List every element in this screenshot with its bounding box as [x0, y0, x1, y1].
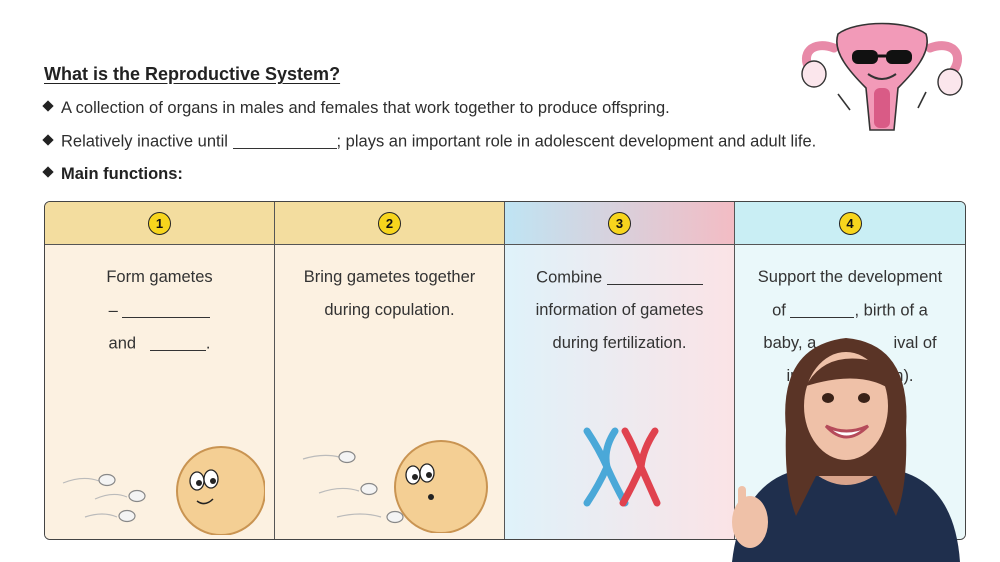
bullet-definition: A collection of organs in males and fema…	[42, 99, 670, 118]
diamond-bullet-icon	[42, 100, 54, 112]
cell-text: Form gametes	[106, 268, 213, 286]
bullet-inactive: Relatively inactive until ; plays an imp…	[42, 132, 817, 152]
column-header: 3	[505, 202, 734, 245]
cell-text: of	[772, 301, 786, 320]
fill-in-blank	[606, 268, 703, 285]
bullet-text-before: Relatively inactive until	[61, 132, 228, 151]
fill-in-blank	[122, 301, 211, 318]
column-header: 1	[45, 202, 274, 245]
cell-text-line: –	[45, 301, 274, 321]
cell-text: during fertilization.	[552, 334, 687, 352]
cell-text: information of gametes	[535, 301, 704, 319]
function-column-1: 1 Form gametes – and .	[45, 202, 275, 539]
cell-text: Combine	[536, 268, 603, 287]
number-badge: 1	[148, 211, 171, 235]
function-column-3: 3 Combine information of gametes during …	[505, 202, 735, 539]
number-badge: 4	[838, 211, 862, 235]
bullet-text: Main functions:	[61, 165, 183, 183]
number-badge: 2	[378, 211, 401, 235]
cell-text-line: of , birth of a	[735, 301, 965, 321]
cell-text: Support the development	[757, 268, 943, 286]
function-column-2: 2 Bring gametes together during copulati…	[275, 202, 505, 539]
cell-text-line: and .	[45, 334, 274, 354]
number-badge: 3	[608, 211, 631, 235]
uterus-mascot-illustration	[801, 22, 963, 131]
period: .	[205, 334, 211, 353]
chromosome-illustration	[583, 427, 661, 507]
fill-in-blank	[232, 132, 337, 149]
column-body: Combine information of gametes during fe…	[505, 245, 734, 539]
cell-text: Bring gametes together	[303, 268, 476, 286]
fill-in-blank	[790, 301, 855, 318]
cell-text-line: Combine	[505, 268, 734, 288]
cell-text: baby, a	[763, 334, 817, 352]
presenter-video	[732, 338, 960, 562]
diamond-bullet-icon	[42, 166, 54, 178]
slide-title: What is the Reproductive System?	[44, 64, 341, 84]
sperm-and-egg-illustration	[62, 446, 265, 535]
diamond-bullet-icon	[42, 133, 54, 146]
bullet-text: A collection of organs in males and fema…	[61, 99, 670, 117]
column-header: 4	[735, 202, 965, 245]
cell-text: and	[108, 334, 137, 353]
fill-in-blank	[149, 334, 206, 351]
sperm-and-egg-illustration	[302, 440, 488, 533]
column-body: Bring gametes together during copulation…	[275, 245, 504, 539]
bullet-text-after: ; plays an important role in adolescent …	[336, 132, 817, 151]
cell-text: ival of	[893, 334, 937, 352]
cell-text: during copulation.	[324, 301, 455, 319]
cell-text: , birth of a	[854, 301, 928, 320]
column-body: Form gametes – and .	[45, 245, 274, 539]
dash: –	[108, 301, 118, 320]
column-header: 2	[275, 202, 504, 245]
bullet-main-functions: Main functions:	[42, 165, 183, 184]
cell-text-line: baby, a ival of	[735, 334, 965, 353]
